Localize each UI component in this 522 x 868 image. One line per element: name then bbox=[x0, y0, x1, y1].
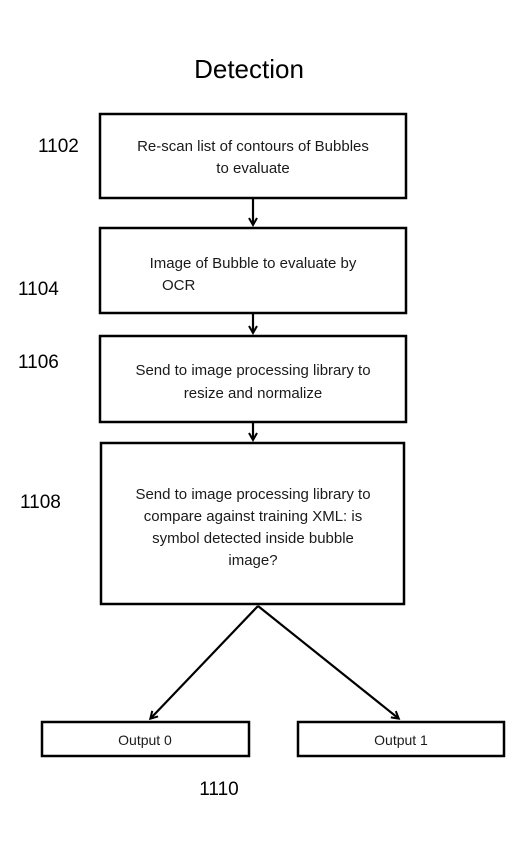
step-1104: Image of Bubble to evaluate by OCR 1104 bbox=[18, 226, 408, 315]
step-1106-line-2: resize and normalize bbox=[184, 385, 322, 402]
step-1104-line-2: OCR bbox=[162, 277, 196, 294]
step-1108-ref: 1108 bbox=[20, 492, 61, 513]
outputs-ref: 1110 bbox=[199, 779, 238, 800]
step-1102-line-2: to evaluate bbox=[216, 160, 289, 177]
step-1108-line-1: Send to image processing library to bbox=[135, 486, 370, 503]
step-1106-ref: 1106 bbox=[18, 352, 59, 373]
output-0-box bbox=[40, 720, 251, 758]
diagram-title: Detection bbox=[194, 54, 304, 84]
step-1108-line-2: compare against training XML: is bbox=[144, 508, 362, 525]
step-1106-line-1: Send to image processing library to bbox=[135, 362, 370, 379]
output-1-box bbox=[296, 720, 506, 758]
step-1108: Send to image processing library to comp… bbox=[20, 441, 406, 606]
output-1: Output 1 bbox=[296, 720, 506, 758]
step-1104-line-1: Image of Bubble to evaluate by bbox=[150, 255, 357, 272]
step-1108-line-4: image? bbox=[228, 552, 277, 569]
step-1106: Send to image processing library to resi… bbox=[18, 334, 408, 424]
step-1108-box bbox=[99, 441, 406, 606]
step-1108-line-3: symbol detected inside bubble bbox=[152, 530, 354, 547]
step-1104-box bbox=[98, 226, 408, 315]
arrow-1108-to-output-1 bbox=[257, 605, 398, 718]
step-1106-box bbox=[98, 334, 408, 424]
step-1104-ref: 1104 bbox=[18, 279, 59, 300]
output-1-label: Output 1 bbox=[374, 732, 428, 748]
output-0-label: Output 0 bbox=[118, 732, 172, 748]
output-0: Output 0 bbox=[40, 720, 251, 758]
arrow-1108-to-output-0 bbox=[151, 605, 259, 718]
step-1102-ref: 1102 bbox=[38, 136, 79, 157]
step-1102: Re-scan list of contours of Bubbles to e… bbox=[38, 112, 408, 200]
step-1102-line-1: Re-scan list of contours of Bubbles bbox=[137, 138, 369, 155]
step-1102-box bbox=[98, 112, 408, 200]
